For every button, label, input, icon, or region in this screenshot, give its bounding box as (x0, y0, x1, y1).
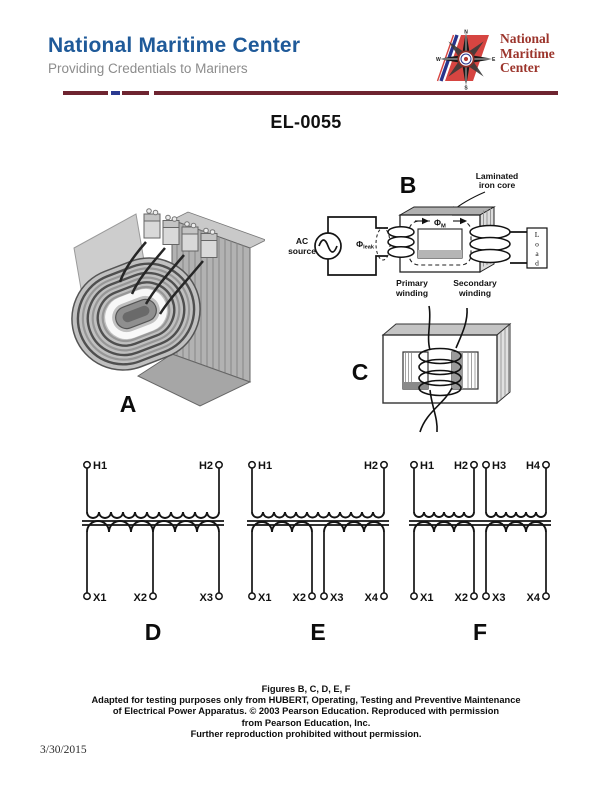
figure-a-illustration: A (71, 208, 265, 417)
core-lines (247, 520, 389, 526)
secondary-coil (469, 224, 511, 264)
logo-word-1: National (500, 31, 550, 46)
coil-leads-bottom (419, 387, 453, 433)
terminal-x3: X3 (200, 592, 213, 604)
secondary-windings (251, 521, 385, 533)
shell-core (382, 334, 498, 404)
terminal-x2: X2 (455, 592, 468, 604)
primary-winding-label-2: winding (395, 288, 428, 298)
core-lines (409, 520, 551, 526)
load-letter-1: L (535, 230, 540, 239)
credit-line-5: Further reproduction prohibited without … (190, 728, 422, 739)
terminal-h2: H2 (454, 460, 468, 472)
compass-n: N (464, 30, 468, 36)
terminal-x1: X1 (93, 592, 106, 604)
terminal-x2: X2 (293, 592, 306, 604)
winding-diagram-d: H1 H2 X1 X2 X3 D (82, 460, 224, 645)
laminated-core-caption-2: iron core (479, 180, 516, 190)
secondary-winding-label-2: winding (458, 288, 491, 298)
terminal-blocks (118, 208, 218, 315)
nmc-logo: N E S W National Maritime Center (436, 28, 586, 91)
terminal-h4: H4 (526, 460, 541, 472)
header-rule (63, 91, 558, 95)
secondary-winding-label-1: Secondary (453, 278, 497, 288)
terminal-x3: X3 (492, 592, 505, 604)
compass-e: E (492, 57, 496, 63)
doc-code: EL-0055 (270, 112, 342, 132)
terminal-x2: X2 (134, 592, 147, 604)
compass-s: S (464, 86, 468, 91)
terminal-x4: X4 (365, 592, 379, 604)
figure-d-label: D (145, 619, 162, 645)
terminal-h1: H1 (420, 460, 434, 472)
primary-winding-label-1: Primary (396, 278, 428, 288)
winding-diagram-e: H1 H2 X1 X2 X3 X4 E (247, 460, 389, 645)
terminal-x1: X1 (420, 592, 433, 604)
compass-rose-icon: N E S W (436, 30, 496, 91)
figure-a-label: A (120, 391, 137, 417)
logo-word-2: Maritime (500, 45, 555, 61)
figure-b-diagram: B Laminated iron core ΦM AC source Φleak (288, 171, 548, 298)
org-subtitle: Providing Credentials to Mariners (48, 61, 248, 76)
ac-source-label-1: AC (296, 236, 308, 246)
logo-word-3: Center (500, 60, 540, 75)
logo-wordmark: National Maritime Center (500, 31, 555, 76)
credit-line-2: Adapted for testing purposes only from H… (91, 695, 521, 706)
load-box (526, 227, 548, 269)
terminal-leads (118, 241, 204, 315)
primary-coil (387, 226, 415, 258)
primary-winding (86, 511, 220, 519)
coil-winding (71, 257, 201, 371)
credit-line-4: from Pearson Education, Inc. (241, 717, 371, 728)
figure-f-label: F (473, 619, 487, 645)
winding-diagram-f: H1 H2 H3 H4 X1 X2 X3 X4 F (409, 460, 551, 645)
terminal-h3: H3 (492, 460, 506, 472)
figure-e-label: E (310, 619, 325, 645)
figure-c-label: C (352, 359, 369, 385)
terminal-h1: H1 (93, 460, 107, 472)
terminal-x1: X1 (258, 592, 271, 604)
phi-m-label: ΦM (434, 218, 446, 230)
credit-line-1: Figures B, C, D, E, F (261, 684, 351, 694)
secondary-windings (413, 521, 547, 533)
footer-credit: Figures B, C, D, E, F Adapted for testin… (0, 684, 612, 740)
load-letter-4: d (535, 259, 539, 268)
figure-b-label: B (400, 172, 417, 198)
credit-line-3: of Electrical Power Apparatus. © 2003 Pe… (112, 706, 500, 717)
laminated-core-caption-1: Laminated (476, 171, 519, 181)
center-leg-coil (418, 347, 462, 397)
phi-leak-label: Φleak (356, 239, 375, 251)
compass-w: W (436, 57, 441, 63)
secondary-winding (86, 520, 220, 533)
load-letter-2: o (535, 240, 539, 249)
terminal-h2: H2 (364, 460, 378, 472)
primary-winding (251, 511, 385, 519)
ac-source-label-2: source (288, 246, 316, 256)
load-letter-3: a (535, 249, 539, 258)
figure-c-illustration: C (352, 305, 512, 433)
terminal-x4: X4 (527, 592, 541, 604)
terminal-h1: H1 (258, 460, 272, 472)
doc-date: 3/30/2015 (40, 744, 87, 756)
org-title: National Maritime Center (48, 34, 301, 57)
terminal-h2: H2 (199, 460, 213, 472)
primary-windings (413, 511, 547, 518)
coil-leads-top (427, 305, 468, 351)
terminal-x3: X3 (330, 592, 343, 604)
